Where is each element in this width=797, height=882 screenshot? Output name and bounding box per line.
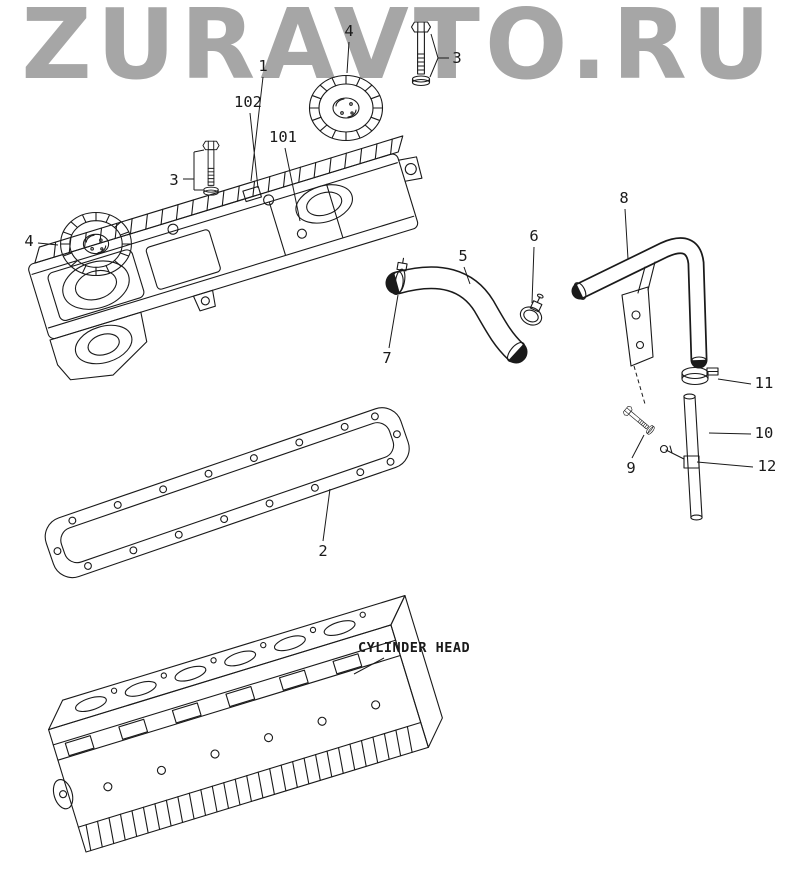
tube-clip-drawing bbox=[659, 444, 700, 469]
gasket-drawing bbox=[44, 407, 410, 579]
tube-clamp-drawing bbox=[681, 366, 719, 386]
cylinder-head-drawing bbox=[48, 594, 443, 853]
watermark-text: ZURAVTO.RU bbox=[21, 0, 776, 101]
callout-hose-clamp: 7 bbox=[382, 349, 391, 367]
bracket-bolt-axis-line bbox=[633, 365, 646, 405]
hose-clamp-drawing bbox=[394, 257, 408, 294]
callout-cover: 1 bbox=[258, 57, 267, 75]
callout-tube-clamp: 11 bbox=[755, 374, 774, 392]
hose-drawing bbox=[385, 266, 528, 364]
callout-cap-top: 4 bbox=[344, 22, 353, 40]
callout-hose: 5 bbox=[458, 247, 467, 265]
callout-tube-clip: 12 bbox=[758, 457, 777, 475]
pipe-bracket-drawing bbox=[621, 261, 656, 367]
callout-tube: 10 bbox=[755, 424, 774, 442]
valve-cover-drawing bbox=[28, 135, 423, 381]
oil-cap-top-drawing bbox=[308, 74, 384, 142]
clamp-drawing bbox=[519, 293, 544, 326]
callout-cover-boss: 101 bbox=[269, 128, 297, 146]
callout-bolt-top: 3 bbox=[452, 49, 461, 67]
bracket-bolt-drawing bbox=[621, 404, 657, 436]
breather-pipe-drawing bbox=[571, 237, 708, 369]
bolt-top-drawing bbox=[410, 21, 432, 87]
callout-labels: 4 3 1 102 101 3 4 5 6 7 8 9 10 11 12 2 C… bbox=[24, 22, 776, 656]
callout-bracket-bolt: 9 bbox=[626, 459, 635, 477]
callout-gasket: 2 bbox=[318, 542, 327, 560]
callout-bolt-left: 3 bbox=[169, 171, 178, 189]
callout-cap-left: 4 bbox=[24, 232, 33, 250]
callout-cover-bracket: 102 bbox=[234, 93, 262, 111]
leader-lines bbox=[37, 33, 754, 675]
callout-pipe: 8 bbox=[619, 189, 628, 207]
bolt-left-drawing bbox=[202, 140, 220, 196]
callout-clamp-small: 6 bbox=[529, 227, 538, 245]
cylinder-head-label: CYLINDER HEAD bbox=[358, 640, 470, 656]
